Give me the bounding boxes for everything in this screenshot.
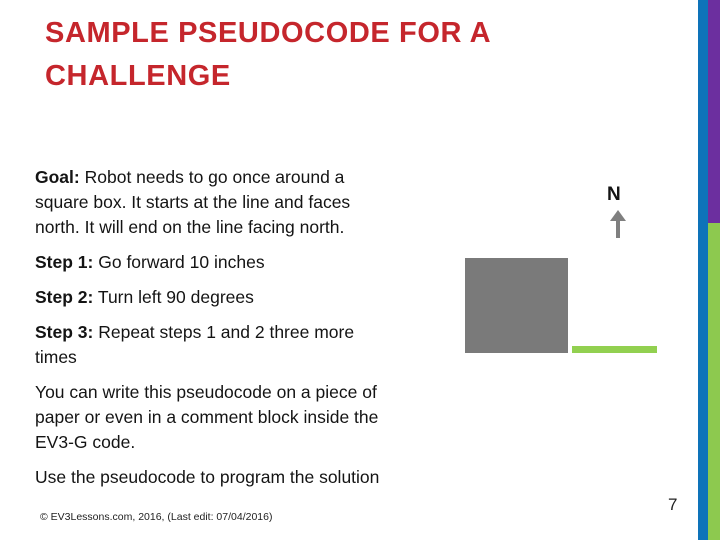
footer-credit: © EV3Lessons.com, 2016, (Last edit: 07/0… [40, 511, 273, 523]
slide-body: Goal: Robot needs to go once around a sq… [35, 165, 459, 500]
paragraph-step2: Step 2: Turn left 90 degrees [35, 285, 459, 310]
paragraph-step3-text: Repeat steps 1 and 2 three more times [35, 322, 355, 367]
paragraph-step3: Step 3: Repeat steps 1 and 2 three more … [35, 320, 459, 370]
right-bar-green [708, 223, 720, 540]
paragraph-step1-text: Go forward 10 inches [98, 252, 265, 272]
paragraph-write-note: You can write this pseudocode on a piece… [35, 380, 459, 455]
paragraph-step1: Step 1: Go forward 10 inches [35, 250, 459, 275]
slide-title-line2: CHALLENGE [45, 60, 231, 92]
slide-title-line1: SAMPLE PSEUDOCODE FOR A [45, 17, 492, 49]
north-label: N [607, 184, 621, 205]
paragraph-goal-text: Robot needs to go once around a square b… [35, 167, 351, 237]
right-bar-blue [698, 0, 708, 540]
paragraph-step2-label: Step 2: [35, 287, 94, 307]
paragraph-step1-label: Step 1: [35, 252, 94, 272]
paragraph-use-note-text: Use the pseudocode to program the soluti… [35, 467, 380, 487]
paragraph-step2-text: Turn left 90 degrees [97, 287, 254, 307]
slide-title: SAMPLE PSEUDOCODE FOR A CHALLENGE [45, 12, 645, 98]
paragraph-use-note: Use the pseudocode to program the soluti… [35, 465, 459, 490]
start-line-graphic [572, 346, 657, 353]
paragraph-goal-label: Goal: [35, 167, 80, 187]
north-arrow-icon [610, 210, 626, 221]
page-number: 7 [668, 495, 678, 514]
paragraph-goal: Goal: Robot needs to go once around a sq… [35, 165, 459, 240]
north-arrow-stem [616, 219, 620, 238]
square-box-graphic [465, 258, 568, 353]
paragraph-step3-label: Step 3: [35, 322, 94, 342]
right-bar-purple [708, 0, 720, 223]
paragraph-write-note-text: You can write this pseudocode on a piece… [35, 382, 379, 452]
